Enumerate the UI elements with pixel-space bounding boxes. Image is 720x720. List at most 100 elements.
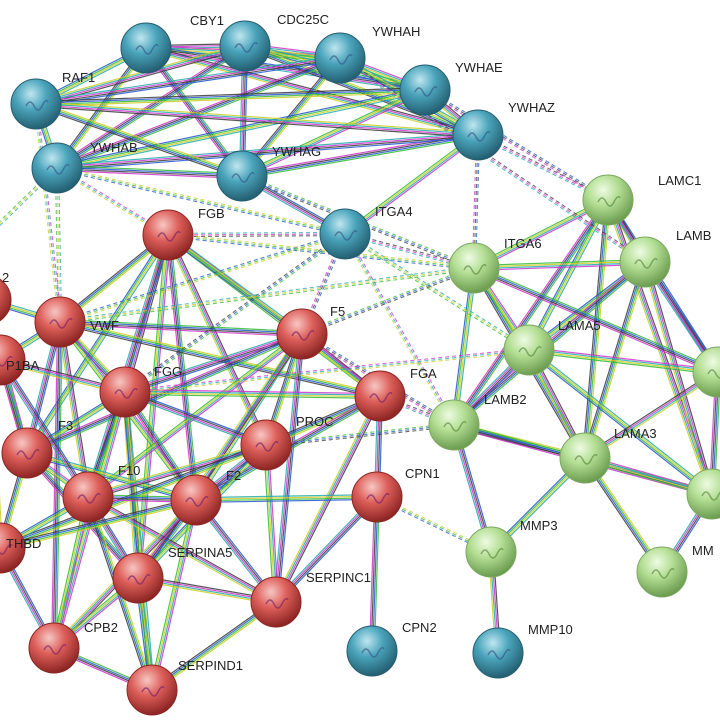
node-x_l2[interactable]: 2 — [2, 270, 9, 285]
node-cdc25c[interactable]: CDC25C — [219, 12, 329, 72]
node-ball-fga[interactable] — [354, 370, 406, 422]
node-lamc1[interactable]: LAMC1 — [582, 173, 701, 226]
node-mmp_r[interactable]: MM — [636, 543, 714, 598]
node-f10[interactable]: F10 — [62, 463, 140, 523]
node-serpinc1[interactable]: SERPINC1 — [250, 570, 371, 628]
node-ywhaz[interactable]: YWHAZ — [452, 100, 555, 161]
node-fgb[interactable]: FGB — [142, 206, 225, 261]
node-ball-mmp3[interactable] — [465, 526, 517, 578]
node-ball-itga4[interactable] — [319, 208, 371, 260]
node-r_l1[interactable] — [0, 275, 12, 325]
node-cpn2[interactable]: CPN2 — [346, 620, 437, 677]
protein-structure-icon — [141, 685, 165, 697]
node-ball-proc[interactable] — [240, 419, 292, 471]
node-ball-cpn1[interactable] — [351, 471, 403, 523]
node-cpn1[interactable]: CPN1 — [351, 466, 440, 523]
node-ywhag[interactable]: YWHAG — [216, 144, 321, 202]
node-ball-fgb[interactable] — [142, 209, 194, 261]
edge-GP1BA-F10 — [0, 358, 91, 499]
node-f5[interactable]: F5 — [276, 304, 345, 360]
node-label-cpn1: CPN1 — [405, 466, 440, 481]
node-lama5[interactable]: LAMA5 — [503, 318, 601, 376]
node-label-raf1: RAF1 — [62, 70, 95, 85]
node-serpind1[interactable]: SERPIND1 — [126, 658, 243, 716]
node-label-lama5: LAMA5 — [558, 318, 601, 333]
node-ball-gp1ba[interactable] — [0, 334, 26, 386]
edge-F2-THBD — [0, 497, 197, 551]
node-ball-serpina5[interactable] — [112, 552, 164, 604]
node-ball-lama3[interactable] — [559, 432, 611, 484]
node-proc[interactable]: PROC — [240, 414, 334, 471]
node-itga4[interactable]: ITGA4 — [319, 204, 413, 260]
node-ball-ywhaz[interactable] — [452, 109, 504, 161]
node-ball-itga6[interactable] — [448, 242, 500, 294]
node-ball-ywhah[interactable] — [314, 32, 366, 84]
protein-structure-icon — [707, 369, 720, 379]
dashed-edge-YWHAB-ITGA4 — [56, 165, 346, 237]
node-ywhab[interactable]: YWHAB — [31, 140, 138, 194]
node-ball-lamb2[interactable] — [428, 399, 480, 451]
protein-structure-icon — [480, 547, 504, 559]
node-ball-cby1[interactable] — [120, 22, 172, 74]
node-ball-vwf[interactable] — [34, 296, 86, 348]
node-f2[interactable]: F2 — [170, 468, 241, 526]
node-ball-thbd[interactable] — [0, 522, 26, 574]
node-fga[interactable]: FGA — [354, 366, 437, 422]
node-label-f5: F5 — [330, 304, 345, 319]
node-ball-ywhag[interactable] — [216, 150, 268, 202]
node-ball-f10[interactable] — [62, 471, 114, 523]
node-ball-mmp_r[interactable] — [636, 546, 688, 598]
node-vwf[interactable]: VWF — [34, 296, 119, 348]
node-mmp10[interactable]: MMP10 — [472, 622, 573, 679]
node-ball-cpb2[interactable] — [28, 622, 80, 674]
node-f3[interactable]: F3 — [1, 418, 73, 479]
dashed-edge-F5-ITGA6 — [301, 265, 475, 337]
node-ywhae[interactable]: YWHAE — [399, 60, 503, 116]
edge-LAMA3-G_R1 — [583, 369, 720, 461]
node-mmp3[interactable]: MMP3 — [465, 518, 558, 578]
node-ball-r_l1[interactable] — [0, 275, 12, 325]
node-thbd[interactable]: THBD — [0, 522, 41, 574]
node-label-cby1: CBY1 — [190, 13, 224, 28]
node-ball-cdc25c[interactable] — [219, 20, 271, 72]
node-ywhah[interactable]: YWHAH — [314, 24, 420, 84]
node-ball-serpind1[interactable] — [126, 664, 178, 716]
node-g_r1[interactable] — [692, 346, 720, 398]
node-ball-lamb1[interactable] — [619, 236, 671, 288]
node-ball-raf1[interactable] — [10, 78, 62, 130]
node-ball-ywhae[interactable] — [399, 64, 451, 116]
node-cpb2[interactable]: CPB2 — [28, 620, 118, 674]
node-ball-f2[interactable] — [170, 474, 222, 526]
node-ball-ywhab[interactable] — [31, 142, 83, 194]
node-label-f2: F2 — [226, 468, 241, 483]
node-ball-mmp10[interactable] — [472, 627, 524, 679]
node-label-lamc1: LAMC1 — [658, 173, 701, 188]
node-serpina5[interactable]: SERPINA5 — [112, 545, 232, 604]
node-ball-lamc1[interactable] — [582, 174, 634, 226]
protein-structure-icon — [265, 597, 289, 609]
node-label-fga: FGA — [410, 366, 437, 381]
protein-structure-icon — [0, 355, 13, 367]
node-ball-lama5[interactable] — [503, 324, 555, 376]
edge-YWHAB-YWHAG — [56, 165, 243, 179]
node-ball-fgg[interactable] — [99, 366, 151, 418]
node-ball-f5[interactable] — [276, 308, 328, 360]
node-gp1ba[interactable]: P1BA — [0, 334, 40, 386]
node-raf1[interactable]: RAF1 — [10, 70, 95, 130]
node-lama3[interactable]: LAMA3 — [559, 426, 657, 484]
node-itga6[interactable]: ITGA6 — [448, 236, 542, 294]
edge-F5-SERPINC1 — [273, 333, 305, 603]
edge-VWF-F5 — [59, 319, 303, 337]
node-lamb2[interactable]: LAMB2 — [428, 392, 527, 451]
node-g_r2[interactable] — [686, 468, 720, 520]
node-fgg[interactable]: FGG — [99, 364, 182, 418]
node-ball-g_r1[interactable] — [692, 346, 720, 398]
node-ball-f3[interactable] — [1, 427, 53, 479]
node-label-thbd: THBD — [6, 536, 41, 551]
protein-structure-icon — [49, 317, 73, 329]
node-cby1[interactable]: CBY1 — [120, 13, 224, 74]
node-lamb1[interactable]: LAMB — [619, 228, 711, 288]
node-ball-serpinc1[interactable] — [250, 576, 302, 628]
node-ball-cpn2[interactable] — [346, 625, 398, 677]
node-label-itga4: ITGA4 — [375, 204, 413, 219]
